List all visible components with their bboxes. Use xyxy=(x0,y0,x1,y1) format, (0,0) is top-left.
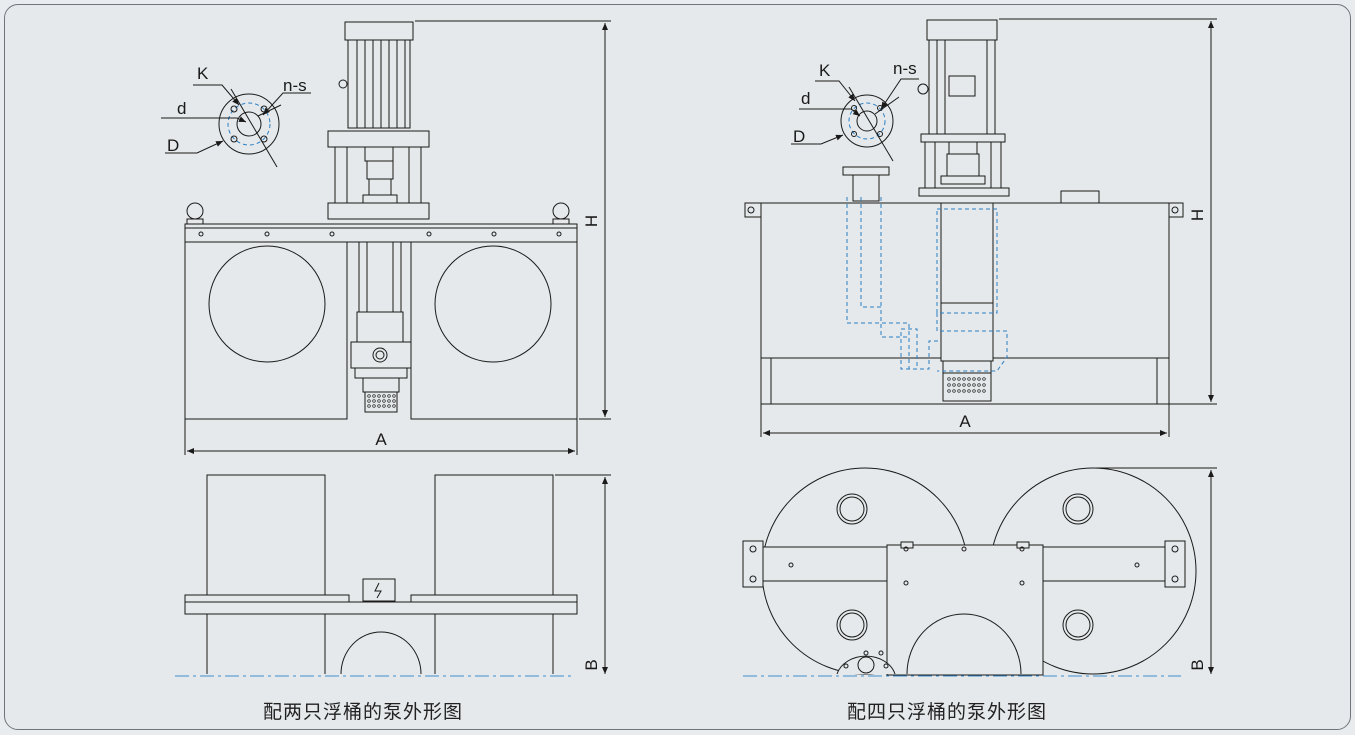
flange-detail-right: K n-s d D xyxy=(791,59,919,162)
pump-bracket xyxy=(327,146,430,220)
flange-label-k: K xyxy=(197,64,209,83)
flange-label-k-right: K xyxy=(819,61,831,80)
dim-label-a-right: A xyxy=(959,412,971,431)
flange-label-d-small-right: d xyxy=(801,89,810,108)
dimension-a-right: A xyxy=(760,404,1170,437)
motor xyxy=(327,21,430,148)
dimension-a: A xyxy=(184,419,578,455)
left-side-view: B xyxy=(175,474,611,677)
hidden-piping xyxy=(846,197,1008,372)
dimension-h-right: H xyxy=(999,18,1217,405)
right-front-view: K n-s d D H A xyxy=(744,18,1217,437)
pump-column xyxy=(350,241,412,413)
flange-label-d-large-right: D xyxy=(793,127,805,146)
flange-label-d-large: D xyxy=(167,136,179,155)
motor-right xyxy=(917,19,1006,143)
left-front-view: K n-s d D H A xyxy=(161,20,611,455)
flange-detail: K n-s d D xyxy=(161,64,311,168)
dim-label-h: H xyxy=(582,215,601,227)
flange-label-ns: n-s xyxy=(283,76,307,95)
dim-label-a: A xyxy=(375,430,387,449)
dim-label-h-right: H xyxy=(1188,209,1207,221)
dim-label-b-left: B xyxy=(582,659,601,670)
float-tanks xyxy=(184,241,578,420)
dim-label-b-right: B xyxy=(1188,659,1207,670)
flange-label-d-small: d xyxy=(177,99,186,118)
figure-frame: K n-s d D H A xyxy=(4,4,1351,730)
drawing-canvas: K n-s d D H A xyxy=(161,18,1217,677)
dimension-h: H xyxy=(415,20,611,420)
caption-left: 配两只浮桶的泵外形图 xyxy=(263,701,464,723)
right-top-view: B xyxy=(742,467,1217,677)
pump-bracket-right xyxy=(918,141,1010,197)
caption-right: 配四只浮桶的泵外形图 xyxy=(847,701,1048,723)
flange-label-ns-right: n-s xyxy=(893,59,917,78)
top-beam xyxy=(184,202,578,243)
